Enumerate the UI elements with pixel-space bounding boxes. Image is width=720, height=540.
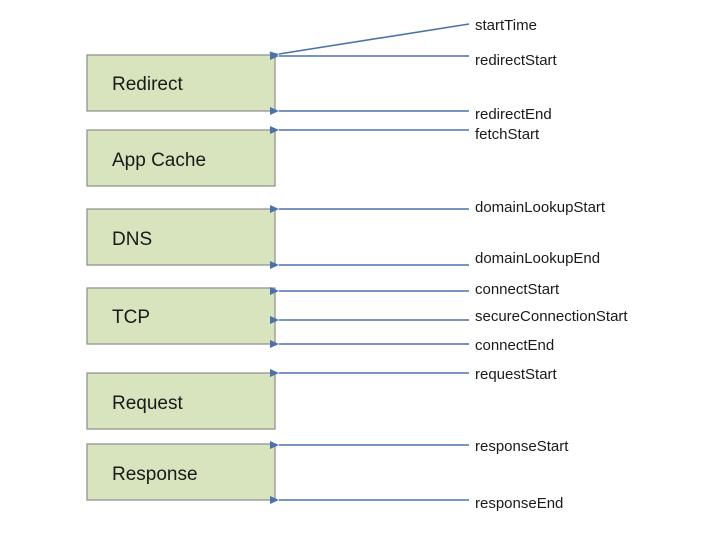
event-label: fetchStart (475, 126, 540, 143)
phase-box (86, 287, 276, 345)
event-request-start: requestStart (270, 366, 558, 383)
event-label: domainLookupEnd (475, 250, 600, 267)
phase-label: Request (112, 393, 183, 414)
event-response-end: responseEnd (270, 495, 563, 512)
phase-label: Response (112, 464, 198, 485)
event-response-start: responseStart (270, 438, 569, 455)
phase-box (86, 54, 276, 112)
phase-box (86, 129, 276, 187)
phase-box (86, 208, 276, 266)
phase-dns: DNS (86, 208, 276, 266)
phase-redirect: Redirect (86, 54, 276, 112)
event-start-time: startTime (269, 17, 537, 60)
event-connect-end: connectEnd (270, 337, 554, 354)
event-domain-lookup-start: domainLookupStart (270, 199, 606, 216)
event-label: requestStart (475, 366, 558, 383)
phase-box (86, 372, 276, 430)
event-fetch-start: fetchStart (270, 126, 540, 143)
event-redirect-end: redirectEnd (270, 106, 552, 123)
event-label: secureConnectionStart (475, 308, 628, 325)
event-label: redirectEnd (475, 106, 552, 123)
event-connect-start: connectStart (270, 281, 560, 298)
phase-response: Response (86, 443, 276, 501)
event-label: redirectStart (475, 52, 558, 69)
event-arrow (269, 23, 470, 60)
event-label: responseEnd (475, 495, 563, 512)
phase-tcp: TCP (86, 287, 276, 345)
phase-box (86, 443, 276, 501)
event-label: connectStart (475, 281, 560, 298)
event-domain-lookup-end: domainLookupEnd (270, 250, 600, 269)
event-label: responseStart (475, 438, 569, 455)
phase-label: App Cache (112, 150, 206, 171)
event-redirect-start: redirectStart (270, 52, 558, 69)
phase-request: Request (86, 372, 276, 430)
phase-label: TCP (112, 307, 150, 328)
event-secure-connection-start: secureConnectionStart (270, 308, 628, 325)
event-label: startTime (475, 17, 537, 34)
event-label: connectEnd (475, 337, 554, 354)
event-label: domainLookupStart (475, 199, 606, 216)
phase-label: DNS (112, 229, 152, 250)
phase-app-cache: App Cache (86, 129, 276, 187)
phase-label: Redirect (112, 74, 183, 95)
